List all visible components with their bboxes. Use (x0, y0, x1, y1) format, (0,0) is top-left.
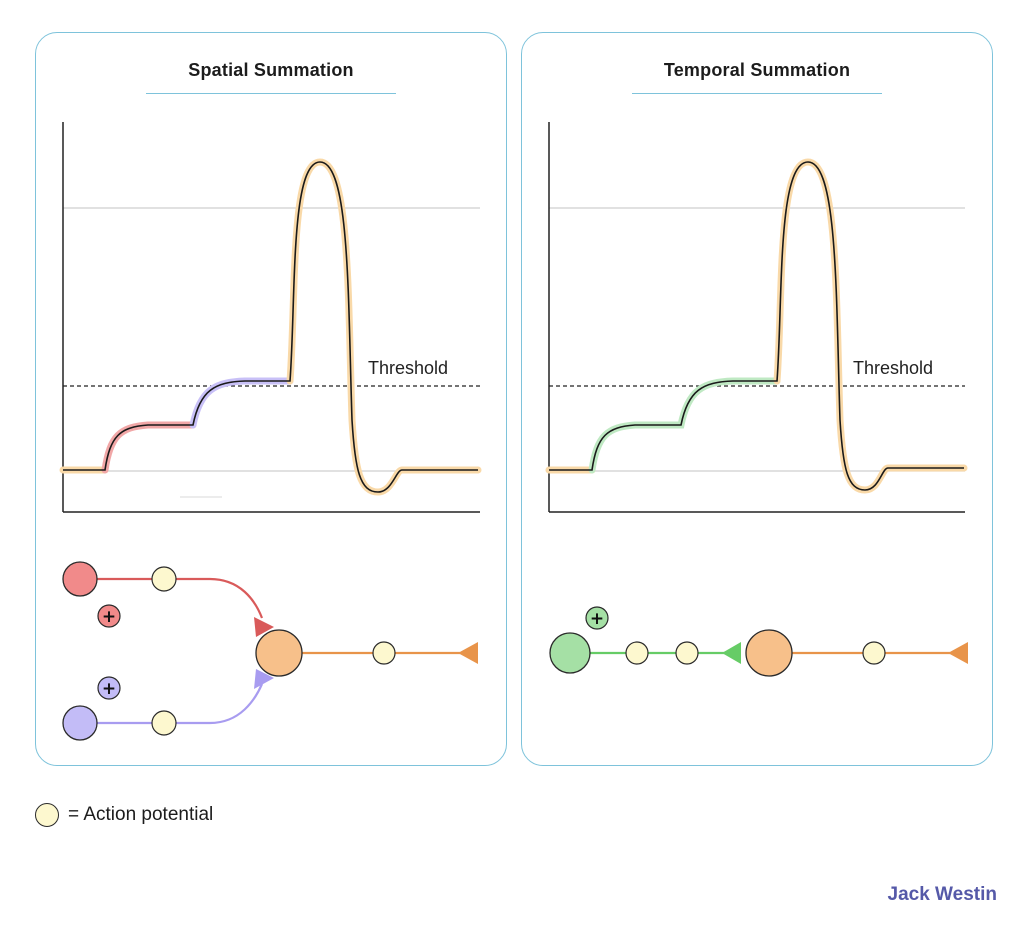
spatial-summation-title: Spatial Summation (188, 60, 354, 80)
legend: = Action potential (35, 800, 213, 830)
spatial-purple-arrowhead (254, 669, 274, 689)
temporal-second-action-potential (675, 641, 699, 665)
action-potential-legend-icon (35, 803, 59, 827)
temporal-green-plus-sign: + (590, 609, 604, 629)
spatial-membrane-graph: Threshold (59, 122, 482, 513)
spatial-red-presynaptic-neuron (62, 561, 98, 597)
temporal-action-potential-highlight (773, 158, 968, 494)
spatial-threshold-label: Threshold (368, 358, 448, 378)
temporal-green-excitatory-badge (585, 606, 609, 630)
spatial-purple-excitatory-badge (97, 676, 121, 700)
temporal-summation-title: Temporal Summation (663, 60, 851, 80)
spatial-action-potential-highlight (286, 158, 482, 496)
temporal-neuron-schematic: + (549, 606, 968, 677)
temporal-output-arrowhead (948, 642, 968, 664)
spatial-summation-panel: Spatial Summation (35, 32, 507, 766)
spatial-output-action-potential (372, 641, 396, 665)
spatial-red-axon (80, 577, 264, 619)
spatial-purple-plus-sign: + (102, 679, 116, 699)
spatial-purple-epsp-highlight (189, 377, 294, 429)
spatial-purple-action-potential (151, 710, 177, 736)
spatial-postsynaptic-neuron (255, 629, 303, 677)
temporal-title-underline (632, 93, 882, 94)
temporal-membrane-potential-trace (549, 161, 964, 491)
temporal-green-epsp-highlight (588, 377, 781, 474)
spatial-purple-presynaptic-neuron (62, 705, 98, 741)
temporal-first-action-potential (625, 641, 649, 665)
temporal-threshold-label: Threshold (853, 358, 933, 378)
spatial-title-underline (146, 93, 396, 94)
temporal-green-presynaptic-neuron (549, 632, 591, 674)
brand-logo-text: Jack Westin (887, 884, 997, 905)
spatial-red-action-potential (151, 566, 177, 592)
temporal-green-arrowhead (722, 642, 741, 664)
legend-label: = Action potential (68, 804, 214, 825)
spatial-membrane-potential-trace (63, 161, 478, 493)
spatial-red-arrowhead (254, 617, 274, 637)
spatial-neuron-schematic: + + (62, 561, 478, 741)
temporal-membrane-graph: Threshold (545, 122, 968, 513)
temporal-output-action-potential (862, 641, 886, 665)
spatial-output-arrowhead (458, 642, 478, 664)
spatial-purple-axon (80, 683, 264, 725)
spatial-red-excitatory-badge (97, 604, 121, 628)
temporal-summation-panel: Temporal Summation (521, 32, 993, 766)
spatial-red-plus-sign: + (102, 607, 116, 627)
spatial-red-epsp-highlight (101, 421, 197, 474)
temporal-postsynaptic-neuron (745, 629, 793, 677)
